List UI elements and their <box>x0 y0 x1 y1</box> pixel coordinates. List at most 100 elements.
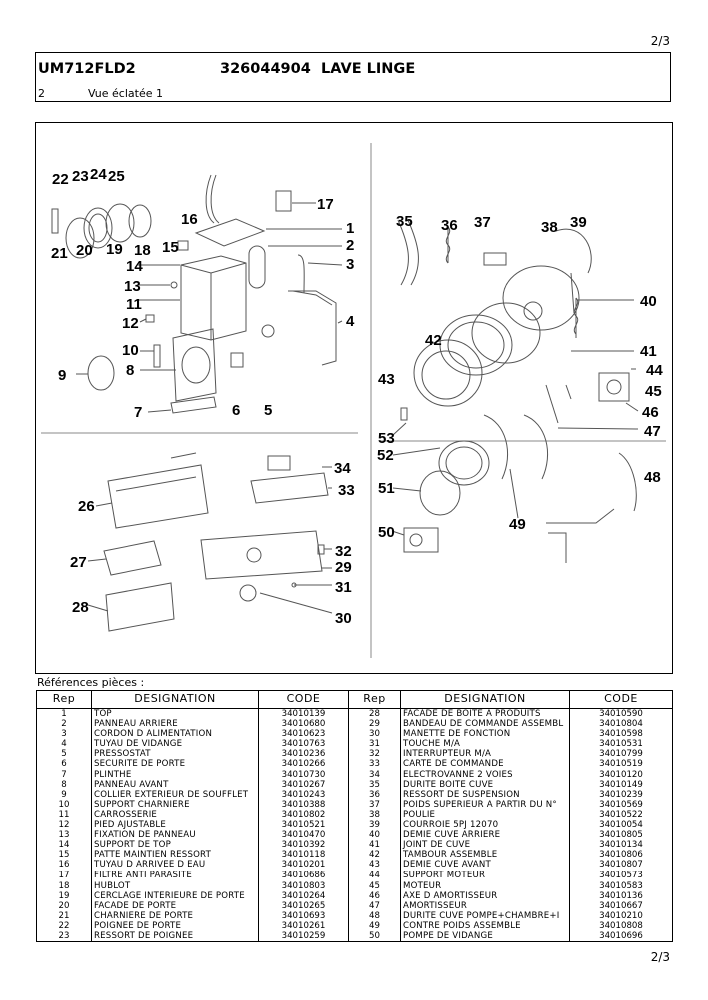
callout-label: 42 <box>425 332 442 349</box>
callout-label: 25 <box>108 168 125 185</box>
cell-rep: 31 <box>348 739 401 750</box>
cell-code: 34010470 <box>258 830 349 841</box>
cell-rep: 38 <box>348 809 401 821</box>
cell-designation: DURITE CUVE POMPE+CHAMBRE+I <box>400 910 570 921</box>
cell-rep: 50 <box>348 931 401 943</box>
callout-label: 4 <box>346 313 355 330</box>
cell-rep: 1 <box>36 708 92 720</box>
cell-rep: 35 <box>348 779 401 790</box>
cell-rep: 5 <box>36 749 92 760</box>
cell-code: 34010392 <box>258 840 349 851</box>
cell-designation: MOTEUR <box>400 880 570 891</box>
cell-code: 34010805 <box>569 830 673 841</box>
cell-rep: 7 <box>36 769 92 780</box>
cell-designation: CHARNIERE DE PORTE <box>91 910 259 921</box>
cell-designation: TOP <box>91 708 259 720</box>
cell-designation: SUPPORT DE TOP <box>91 840 259 851</box>
cell-code: 34010120 <box>569 769 673 780</box>
cell-code: 34010054 <box>569 820 673 831</box>
cell-rep: 2 <box>36 719 92 730</box>
cell-designation: INTERRUPTEUR M/A <box>400 749 570 760</box>
callout-label: 39 <box>570 214 587 231</box>
cell-designation: MANETTE DE FONCTION <box>400 729 570 740</box>
cell-designation: DURITE BOITE CUVE <box>400 779 570 790</box>
cell-designation: POIGNEE DE PORTE <box>91 920 259 932</box>
cell-designation: DEMIE CUVE AVANT <box>400 860 570 871</box>
callout-label: 46 <box>642 404 659 421</box>
cell-rep: 19 <box>36 890 92 901</box>
cell-rep: 47 <box>348 900 401 911</box>
cell-designation: RESSORT DE POIGNEE <box>91 931 259 943</box>
cell-rep: 41 <box>348 840 401 851</box>
column-header-code: CODE <box>569 690 673 709</box>
cell-rep: 18 <box>36 880 92 891</box>
callout-label: 6 <box>232 402 240 419</box>
cell-designation: TUYAU DE VIDANGE <box>91 739 259 750</box>
cell-designation: AMORTISSEUR <box>400 900 570 911</box>
cell-code: 34010266 <box>258 759 349 770</box>
callout-label: 34 <box>334 460 351 477</box>
cell-rep: 13 <box>36 830 92 841</box>
cell-designation: CORDON D ALIMENTATION <box>91 729 259 740</box>
callout-label: 53 <box>378 430 395 447</box>
column-header-rep: Rep <box>348 690 401 709</box>
cell-rep: 29 <box>348 719 401 730</box>
callout-label: 32 <box>335 543 352 560</box>
callout-label: 35 <box>396 213 413 230</box>
callout-label: 5 <box>264 402 272 419</box>
cell-designation: HUBLOT <box>91 880 259 891</box>
cell-designation: RESSORT DE SUSPENSION <box>400 789 570 800</box>
callout-label: 41 <box>640 343 657 360</box>
cell-code: 34010569 <box>569 799 673 810</box>
cell-code: 34010521 <box>258 820 349 831</box>
cell-rep: 14 <box>36 840 92 851</box>
callout-label: 12 <box>122 315 139 332</box>
callout-label: 3 <box>346 256 354 273</box>
cell-designation: ELECTROVANNE 2 VOIES <box>400 769 570 780</box>
cell-code: 34010808 <box>569 920 673 932</box>
cell-code: 34010210 <box>569 910 673 921</box>
cell-designation: JOINT DE CUVE <box>400 840 570 851</box>
callout-label: 44 <box>646 362 663 379</box>
callout-label: 50 <box>378 524 395 541</box>
cell-rep: 33 <box>348 759 401 770</box>
cell-designation: PANNEAU ARRIERE <box>91 719 259 730</box>
callout-label: 27 <box>70 554 87 571</box>
cell-rep: 42 <box>348 850 401 861</box>
cell-rep: 10 <box>36 799 92 810</box>
cell-code: 34010804 <box>569 719 673 730</box>
cell-designation: SUPPORT CHARNIERE <box>91 799 259 810</box>
callout-label: 22 <box>52 171 69 188</box>
cell-designation: PANNEAU AVANT <box>91 779 259 790</box>
callout-label: 23 <box>72 168 89 185</box>
cell-designation: COURROIE 5PJ 12070 <box>400 820 570 831</box>
cell-rep: 37 <box>348 799 401 810</box>
callout-label: 15 <box>162 239 179 256</box>
cell-designation: FACADE DE PORTE <box>91 900 259 911</box>
references-title: Références pièces : <box>37 676 145 689</box>
cell-rep: 11 <box>36 809 92 821</box>
cell-designation: DEMIE CUVE ARRIERE <box>400 830 570 841</box>
cell-designation: FILTRE ANTI PARASITE <box>91 870 259 881</box>
cell-designation: SECURITE DE PORTE <box>91 759 259 770</box>
cell-rep: 4 <box>36 739 92 750</box>
callout-label: 24 <box>90 166 107 183</box>
cell-code: 34010667 <box>569 900 673 911</box>
cell-designation: PATTE MAINTIEN RESSORT <box>91 850 259 861</box>
cell-code: 34010264 <box>258 890 349 901</box>
cell-rep: 23 <box>36 931 92 943</box>
cell-designation: CERCLAGE INTERIEURE DE PORTE <box>91 890 259 901</box>
